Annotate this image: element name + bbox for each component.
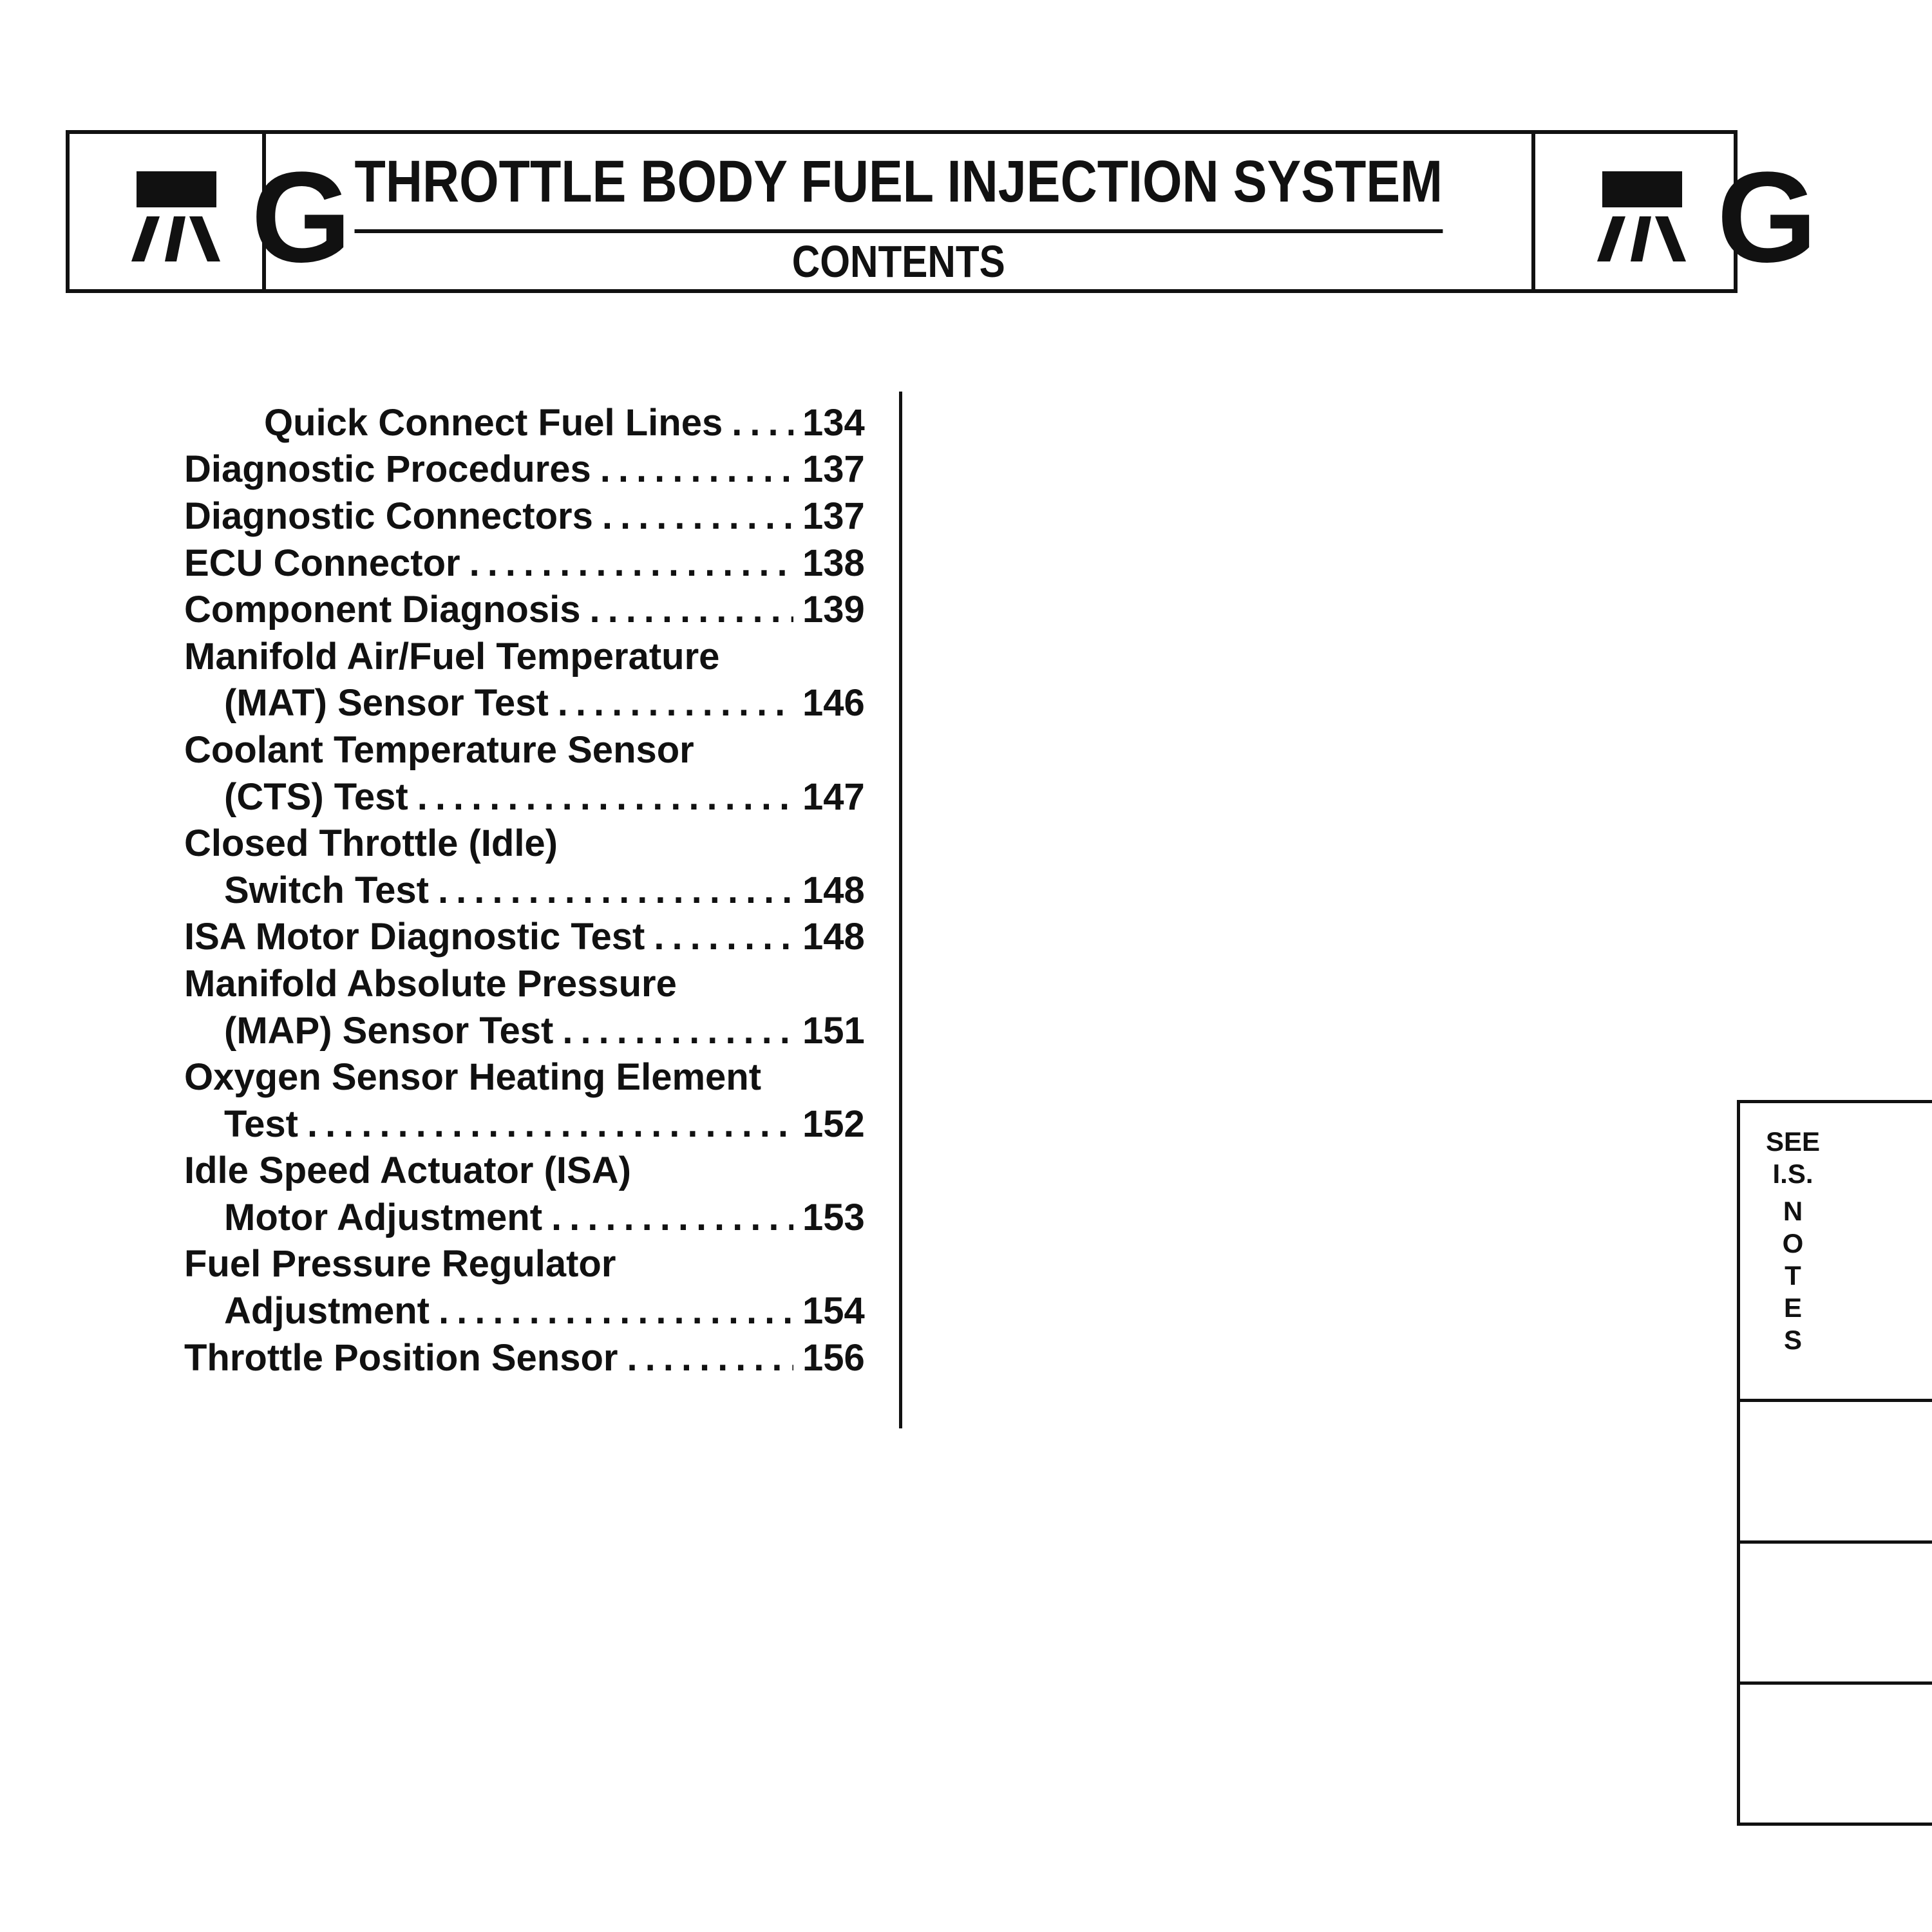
toc-dot-leader: ........................................… <box>732 401 793 444</box>
toc-entry-title: Idle Speed Actuator (ISA) <box>184 1150 631 1192</box>
toc-entry-title: (MAT) Sensor Test <box>224 682 549 724</box>
toc-entry: Closed Throttle (Idle)..................… <box>184 820 860 867</box>
section-letter: G <box>251 146 352 289</box>
toc-entry-title: Test <box>224 1103 298 1145</box>
side-tab-divider <box>1740 1681 1932 1685</box>
notes-reference: SEE I.S. N O T E S <box>1754 1126 1832 1356</box>
toc-entry-title: Closed Throttle (Idle) <box>184 822 558 865</box>
section-logo-right: G <box>1531 134 1817 289</box>
toc-entry-title: (MAP) Sensor Test <box>224 1009 554 1052</box>
toc-dot-leader: ........................................… <box>601 495 793 537</box>
section-letter: G <box>1716 146 1817 289</box>
notes-letter: E <box>1783 1293 1802 1323</box>
notes-letter: T <box>1785 1260 1801 1291</box>
toc-entry: Idle Speed Actuator (ISA)...............… <box>184 1148 860 1195</box>
toc-page-number: 134 <box>802 401 865 444</box>
toc-entry: ECU Connector...........................… <box>184 540 865 587</box>
toc-dot-leader: ........................................… <box>589 589 793 631</box>
toc-entry: Switch Test.............................… <box>184 867 865 914</box>
toc-entry: ISA Motor Diagnostic Test...............… <box>184 914 865 961</box>
notes-letter: O <box>1782 1228 1804 1258</box>
notes-letter: S <box>1783 1325 1802 1355</box>
toc-page-number: 153 <box>802 1196 865 1238</box>
toc-page-number: 156 <box>802 1336 865 1379</box>
toc-entry-title: Adjustment <box>224 1290 430 1332</box>
toc-page-number: 148 <box>802 916 865 958</box>
toc-entry: Component Diagnosis.....................… <box>184 586 865 633</box>
toc-entry: Motor Adjustment........................… <box>184 1194 865 1241</box>
side-tab-divider <box>1740 1823 1932 1826</box>
notes-see-label: SEE <box>1765 1126 1821 1157</box>
toc-entry: Adjustment..............................… <box>184 1287 865 1334</box>
toc-page-number: 138 <box>802 542 865 584</box>
toc-entry: Coolant Temperature Sensor..............… <box>184 726 860 773</box>
toc-dot-leader: ........................................… <box>654 916 793 958</box>
page-subtitle: CONTENTS <box>792 236 1006 287</box>
toc-entry-title: Switch Test <box>224 869 429 911</box>
notes-side-tab: SEE I.S. N O T E S <box>1737 1100 1932 1826</box>
toc-entry: Fuel Pressure Regulator.................… <box>184 1241 860 1288</box>
column-divider <box>899 392 902 1428</box>
toc-page-number: 154 <box>802 1290 865 1332</box>
fuel-system-icon <box>1596 171 1686 261</box>
toc-entry-title: Quick Connect Fuel Lines <box>264 401 723 444</box>
toc-dot-leader: ........................................… <box>417 775 793 818</box>
toc-page-number: 147 <box>802 775 865 818</box>
contents-list: Quick Connect Fuel Lines................… <box>184 399 865 1381</box>
toc-entry-title: Fuel Pressure Regulator <box>184 1243 616 1285</box>
toc-entry-title: Motor Adjustment <box>224 1196 543 1238</box>
toc-entry: (MAP) Sensor Test.......................… <box>184 1007 865 1054</box>
notes-is-label: I.S. <box>1772 1159 1814 1189</box>
toc-entry: (MAT) Sensor Test.......................… <box>184 680 865 727</box>
toc-page-number: 137 <box>802 495 865 537</box>
toc-entry-title: Diagnostic Procedures <box>184 448 591 491</box>
toc-page-number: 146 <box>802 682 865 724</box>
toc-page-number: 151 <box>802 1009 865 1052</box>
toc-entry-title: ISA Motor Diagnostic Test <box>184 916 645 958</box>
toc-dot-leader: ........................................… <box>551 1196 793 1238</box>
toc-page-number: 152 <box>802 1103 865 1145</box>
section-header: G THROTTLE BODY FUEL INJECTION SYSTEM CO… <box>66 130 1817 293</box>
toc-entry: Manifold Absolute Pressure..............… <box>184 960 860 1007</box>
toc-entry-title: Manifold Air/Fuel Temperature <box>184 635 720 677</box>
toc-entry-title: Diagnostic Connectors <box>184 495 593 537</box>
toc-dot-leader: ........................................… <box>600 448 793 491</box>
toc-dot-leader: ........................................… <box>469 542 793 584</box>
toc-dot-leader: ........................................… <box>627 1336 794 1379</box>
toc-entry-title: ECU Connector <box>184 542 460 584</box>
toc-entry: Test....................................… <box>184 1101 865 1148</box>
toc-entry: (CTS) Test..............................… <box>184 773 865 820</box>
toc-dot-leader: ........................................… <box>439 1290 793 1332</box>
toc-entry: Manifold Air/Fuel Temperature...........… <box>184 633 860 680</box>
toc-entry-title: Throttle Position Sensor <box>184 1336 618 1379</box>
toc-entry-title: (CTS) Test <box>224 775 408 818</box>
side-tab-divider <box>1740 1540 1932 1544</box>
toc-entry: Oxygen Sensor Heating Element...........… <box>184 1054 860 1101</box>
toc-entry: Quick Connect Fuel Lines................… <box>184 399 865 446</box>
toc-entry-title: Coolant Temperature Sensor <box>184 728 694 771</box>
toc-page-number: 148 <box>802 869 865 911</box>
section-logo-left: G <box>70 134 352 289</box>
toc-entry: Diagnostic Connectors...................… <box>184 493 865 540</box>
toc-page-number: 139 <box>802 589 865 631</box>
toc-dot-leader: ........................................… <box>562 1009 793 1052</box>
toc-dot-leader: ........................................… <box>307 1103 793 1145</box>
toc-entry: Diagnostic Procedures...................… <box>184 446 865 493</box>
toc-entry-title: Component Diagnosis <box>184 589 581 631</box>
toc-entry: Throttle Position Sensor................… <box>184 1334 865 1381</box>
toc-entry-title: Oxygen Sensor Heating Element <box>184 1056 762 1099</box>
notes-letter: N <box>1783 1196 1803 1226</box>
toc-dot-leader: ........................................… <box>557 682 793 724</box>
toc-dot-leader: ........................................… <box>437 869 793 911</box>
toc-page-number: 137 <box>802 448 865 491</box>
side-tab-divider <box>1740 1100 1932 1103</box>
side-tab-divider <box>1740 1399 1932 1402</box>
title-block: THROTTLE BODY FUEL INJECTION SYSTEM CONT… <box>266 134 1531 289</box>
toc-entry-title: Manifold Absolute Pressure <box>184 962 677 1005</box>
page-title: THROTTLE BODY FUEL INJECTION SYSTEM <box>354 134 1443 233</box>
fuel-system-icon <box>131 171 220 261</box>
